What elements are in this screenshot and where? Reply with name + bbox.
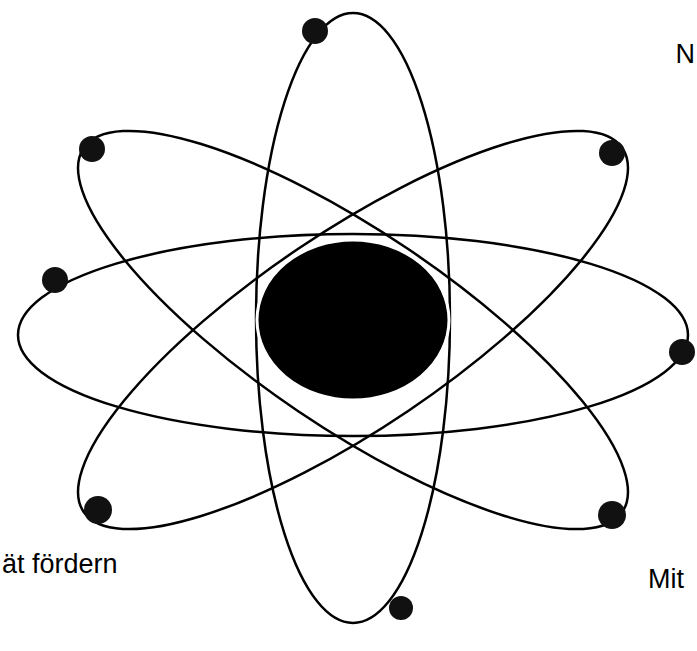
nucleus (257, 240, 449, 400)
electron (84, 496, 112, 524)
edge-label: Mit (648, 565, 684, 595)
electron (599, 140, 625, 166)
orbit (29, 67, 677, 593)
edge-label: N (676, 40, 696, 70)
orbit (256, 13, 450, 623)
electron (302, 18, 328, 44)
electron (389, 596, 413, 620)
electron (598, 501, 626, 529)
electron (42, 267, 68, 293)
electron (79, 136, 105, 162)
orbit (29, 67, 677, 593)
electron (669, 339, 695, 365)
edge-label: ät fördern (2, 550, 118, 580)
